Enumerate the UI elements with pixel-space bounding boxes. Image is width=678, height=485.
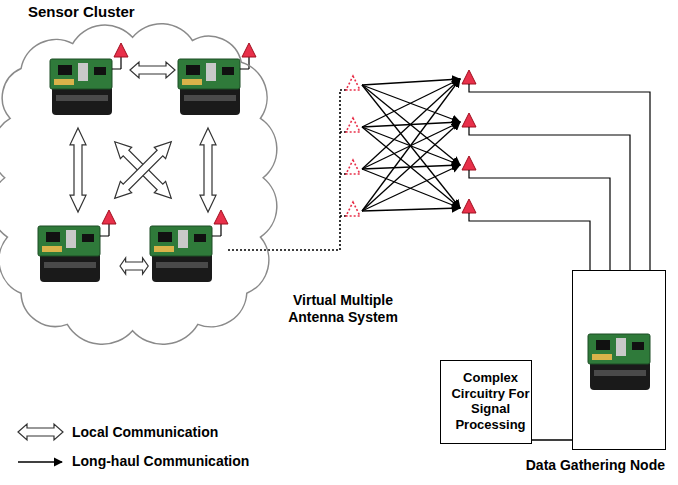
text-line: Complex Circuitry For Signal Processing — [450, 370, 531, 433]
process-box: Complex Circuitry For Signal Processing — [440, 360, 532, 444]
cloud-outline — [2, 28, 274, 340]
virtual-antennas — [346, 76, 360, 216]
cloud-shape — [0, 24, 277, 345]
legend-text: Local Communication — [72, 424, 218, 441]
legend-sample-longhaul — [18, 462, 62, 463]
cluster-heading: Sensor Cluster — [28, 3, 135, 21]
long-haul-arrows — [362, 79, 460, 211]
legend-text: Long-haul Communication — [72, 453, 249, 470]
legend-sample-local — [18, 424, 63, 440]
antenna-wires — [469, 84, 650, 270]
cluster-cloud: Sensor Cluster — [2, 28, 274, 340]
gathering-sensor — [588, 334, 650, 390]
sensor-board — [178, 43, 256, 115]
gathering-label: Data Gathering Node — [526, 457, 665, 474]
sensor-board — [50, 43, 128, 115]
virtual-link — [228, 90, 346, 250]
sensor-board — [150, 210, 228, 282]
local-arrows — [70, 62, 216, 274]
system-label: Virtual Multiple Antenna System — [268, 292, 418, 326]
process-label: Complex Circuitry For Signal Processing — [450, 370, 531, 432]
gathering-node-box: Data Gathering Node — [572, 270, 666, 450]
sensor-board — [38, 210, 116, 282]
text-holder: Complex Circuitry For Signal Processing — [450, 370, 531, 433]
